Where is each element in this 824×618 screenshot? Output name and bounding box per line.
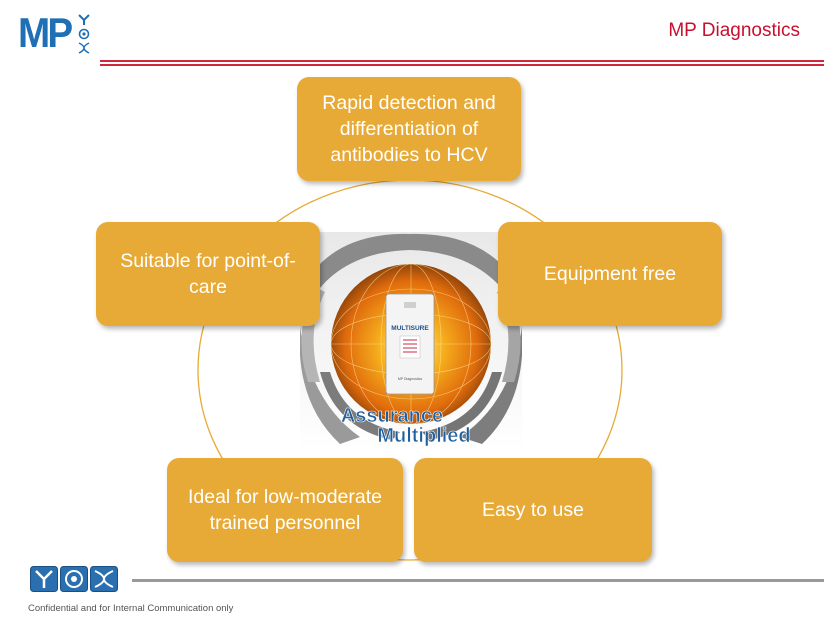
virus-icon	[60, 566, 88, 592]
logo-text: MP	[18, 9, 73, 56]
feature-text: Suitable for point-of-care	[120, 250, 296, 298]
feature-text: Equipment free	[543, 263, 677, 285]
feature-box-equipment-free: Equipment free	[498, 222, 722, 326]
confidential-notice: Confidential and for Internal Communicat…	[28, 603, 234, 614]
footer-icons	[30, 566, 118, 592]
company-name: MP Diagnostics	[668, 20, 800, 41]
feature-box-point-of-care: Suitable for point-of-care	[96, 222, 320, 326]
product-hands-image: MULTISURE MP Diagnostics Assurance Multi…	[300, 232, 522, 450]
mp-logo: MP	[18, 12, 98, 58]
dna-icon	[78, 42, 90, 54]
header-rule-secondary	[100, 64, 824, 66]
antibody-icon	[78, 14, 90, 25]
feature-text: Rapid detection and differentiation of a…	[322, 92, 496, 166]
virus-icon	[78, 28, 90, 40]
dna-icon	[90, 566, 118, 592]
antibody-icon	[30, 566, 58, 592]
feature-text: Easy to use	[482, 499, 584, 521]
feature-box-easy-to-use: Easy to use	[414, 458, 652, 562]
logo-icon-stack	[77, 14, 91, 54]
feature-text: Ideal for low-moderate trained personnel	[187, 486, 382, 534]
device-label: MULTISURE	[391, 325, 429, 332]
device-brand: MP Diagnostics	[398, 377, 423, 381]
feature-box-trained-personnel: Ideal for low-moderate trained personnel	[167, 458, 403, 562]
footer-rule	[132, 579, 824, 582]
feature-box-rapid-detection: Rapid detection and differentiation of a…	[297, 77, 521, 181]
tagline-line1: Assurance	[341, 405, 443, 427]
header-rule	[100, 60, 824, 62]
tagline-line2: Multiplied	[377, 425, 470, 447]
